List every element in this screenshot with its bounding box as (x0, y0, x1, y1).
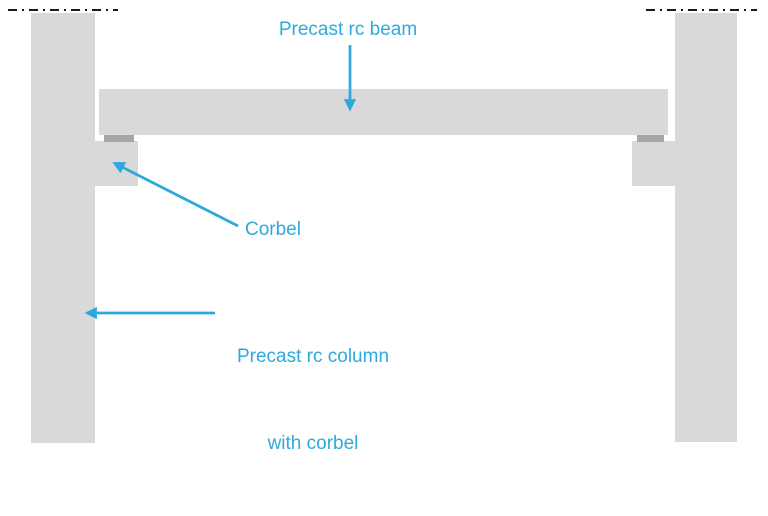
right-corbel-shape (632, 141, 675, 186)
column-label-line2: with corbel (267, 433, 359, 454)
column-label: Precast rc column with corbel (213, 284, 413, 516)
beam-label: Precast rc beam (278, 19, 418, 40)
column-label-line1: Precast rc column (236, 346, 390, 367)
diagram-canvas: Precast rc beam Corbel Precast rc column… (8, 9, 757, 454)
left-bearing-pad (104, 135, 134, 142)
left-column-shape (31, 13, 95, 443)
right-column-shape (675, 13, 737, 442)
corbel-label: Corbel (245, 219, 301, 240)
right-bearing-pad (637, 135, 664, 142)
left-corbel-shape (95, 141, 138, 186)
beam-shape (99, 89, 668, 135)
